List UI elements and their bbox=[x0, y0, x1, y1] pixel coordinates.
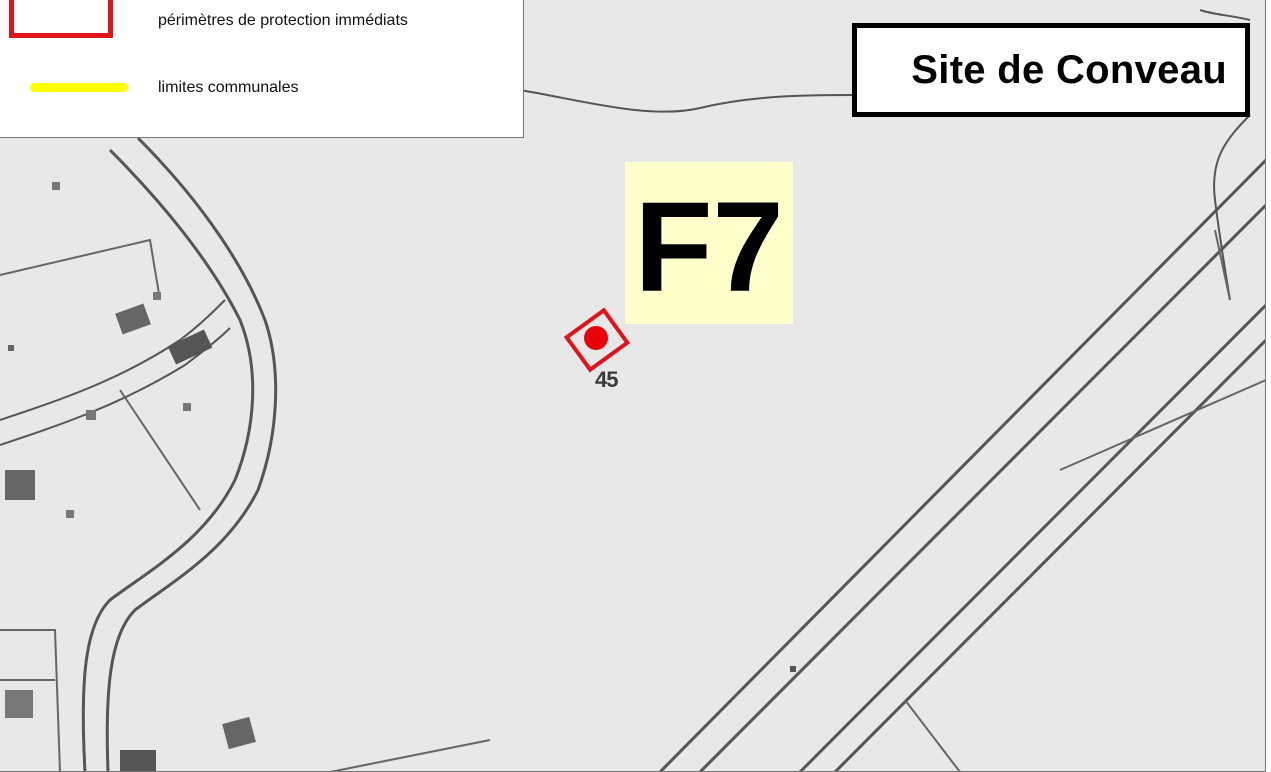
road-left-inner bbox=[105, 136, 278, 771]
perimeter-symbol-icon bbox=[9, 0, 113, 38]
parcel-line-2 bbox=[119, 389, 201, 511]
building bbox=[167, 329, 213, 365]
building bbox=[222, 716, 256, 750]
building bbox=[120, 750, 156, 771]
road-left-outer bbox=[81, 148, 255, 771]
highway-line-2 bbox=[698, 203, 1265, 771]
parcel-line-3 bbox=[0, 629, 61, 771]
protection-perimeter bbox=[563, 307, 631, 373]
well-label-box: F7 bbox=[625, 162, 793, 324]
parcel-line-5 bbox=[329, 739, 491, 771]
road-side-1 bbox=[0, 299, 226, 421]
parcel-number: 45 bbox=[595, 367, 619, 392]
parcel-line-right-3 bbox=[904, 699, 961, 771]
dot bbox=[790, 666, 796, 672]
parcel-line-right-2 bbox=[1059, 379, 1265, 471]
commune-limit-symbol-icon bbox=[30, 83, 128, 92]
legend-item-perimeter: périmètres de protection immédiats bbox=[158, 12, 408, 29]
site-title: Site de Conveau bbox=[911, 47, 1227, 92]
legend-item-commune-limits: limites communales bbox=[158, 79, 299, 96]
boundary-line-top bbox=[519, 89, 853, 113]
parcel-line-1 bbox=[0, 238, 161, 301]
dot bbox=[183, 403, 191, 411]
dot bbox=[153, 292, 161, 300]
building bbox=[115, 303, 151, 335]
site-title-box: Site de Conveau bbox=[852, 23, 1250, 117]
map-legend: périmètres de protection immédiats limit… bbox=[0, 0, 524, 138]
dot bbox=[8, 345, 14, 351]
road-side-2 bbox=[0, 327, 231, 446]
dot bbox=[66, 510, 74, 518]
building bbox=[5, 690, 33, 718]
building bbox=[5, 470, 35, 500]
highway-line-4 bbox=[833, 338, 1265, 771]
highway-line-3 bbox=[798, 303, 1265, 771]
well-label: F7 bbox=[634, 176, 784, 319]
highway-line-1 bbox=[658, 158, 1265, 771]
dot bbox=[86, 410, 96, 420]
well-point bbox=[584, 326, 608, 350]
dot bbox=[52, 182, 60, 190]
boundary-line-right-edge bbox=[1213, 114, 1251, 301]
boundary-line-top-right bbox=[1199, 9, 1251, 21]
parcel-line-right-1 bbox=[1214, 229, 1231, 301]
